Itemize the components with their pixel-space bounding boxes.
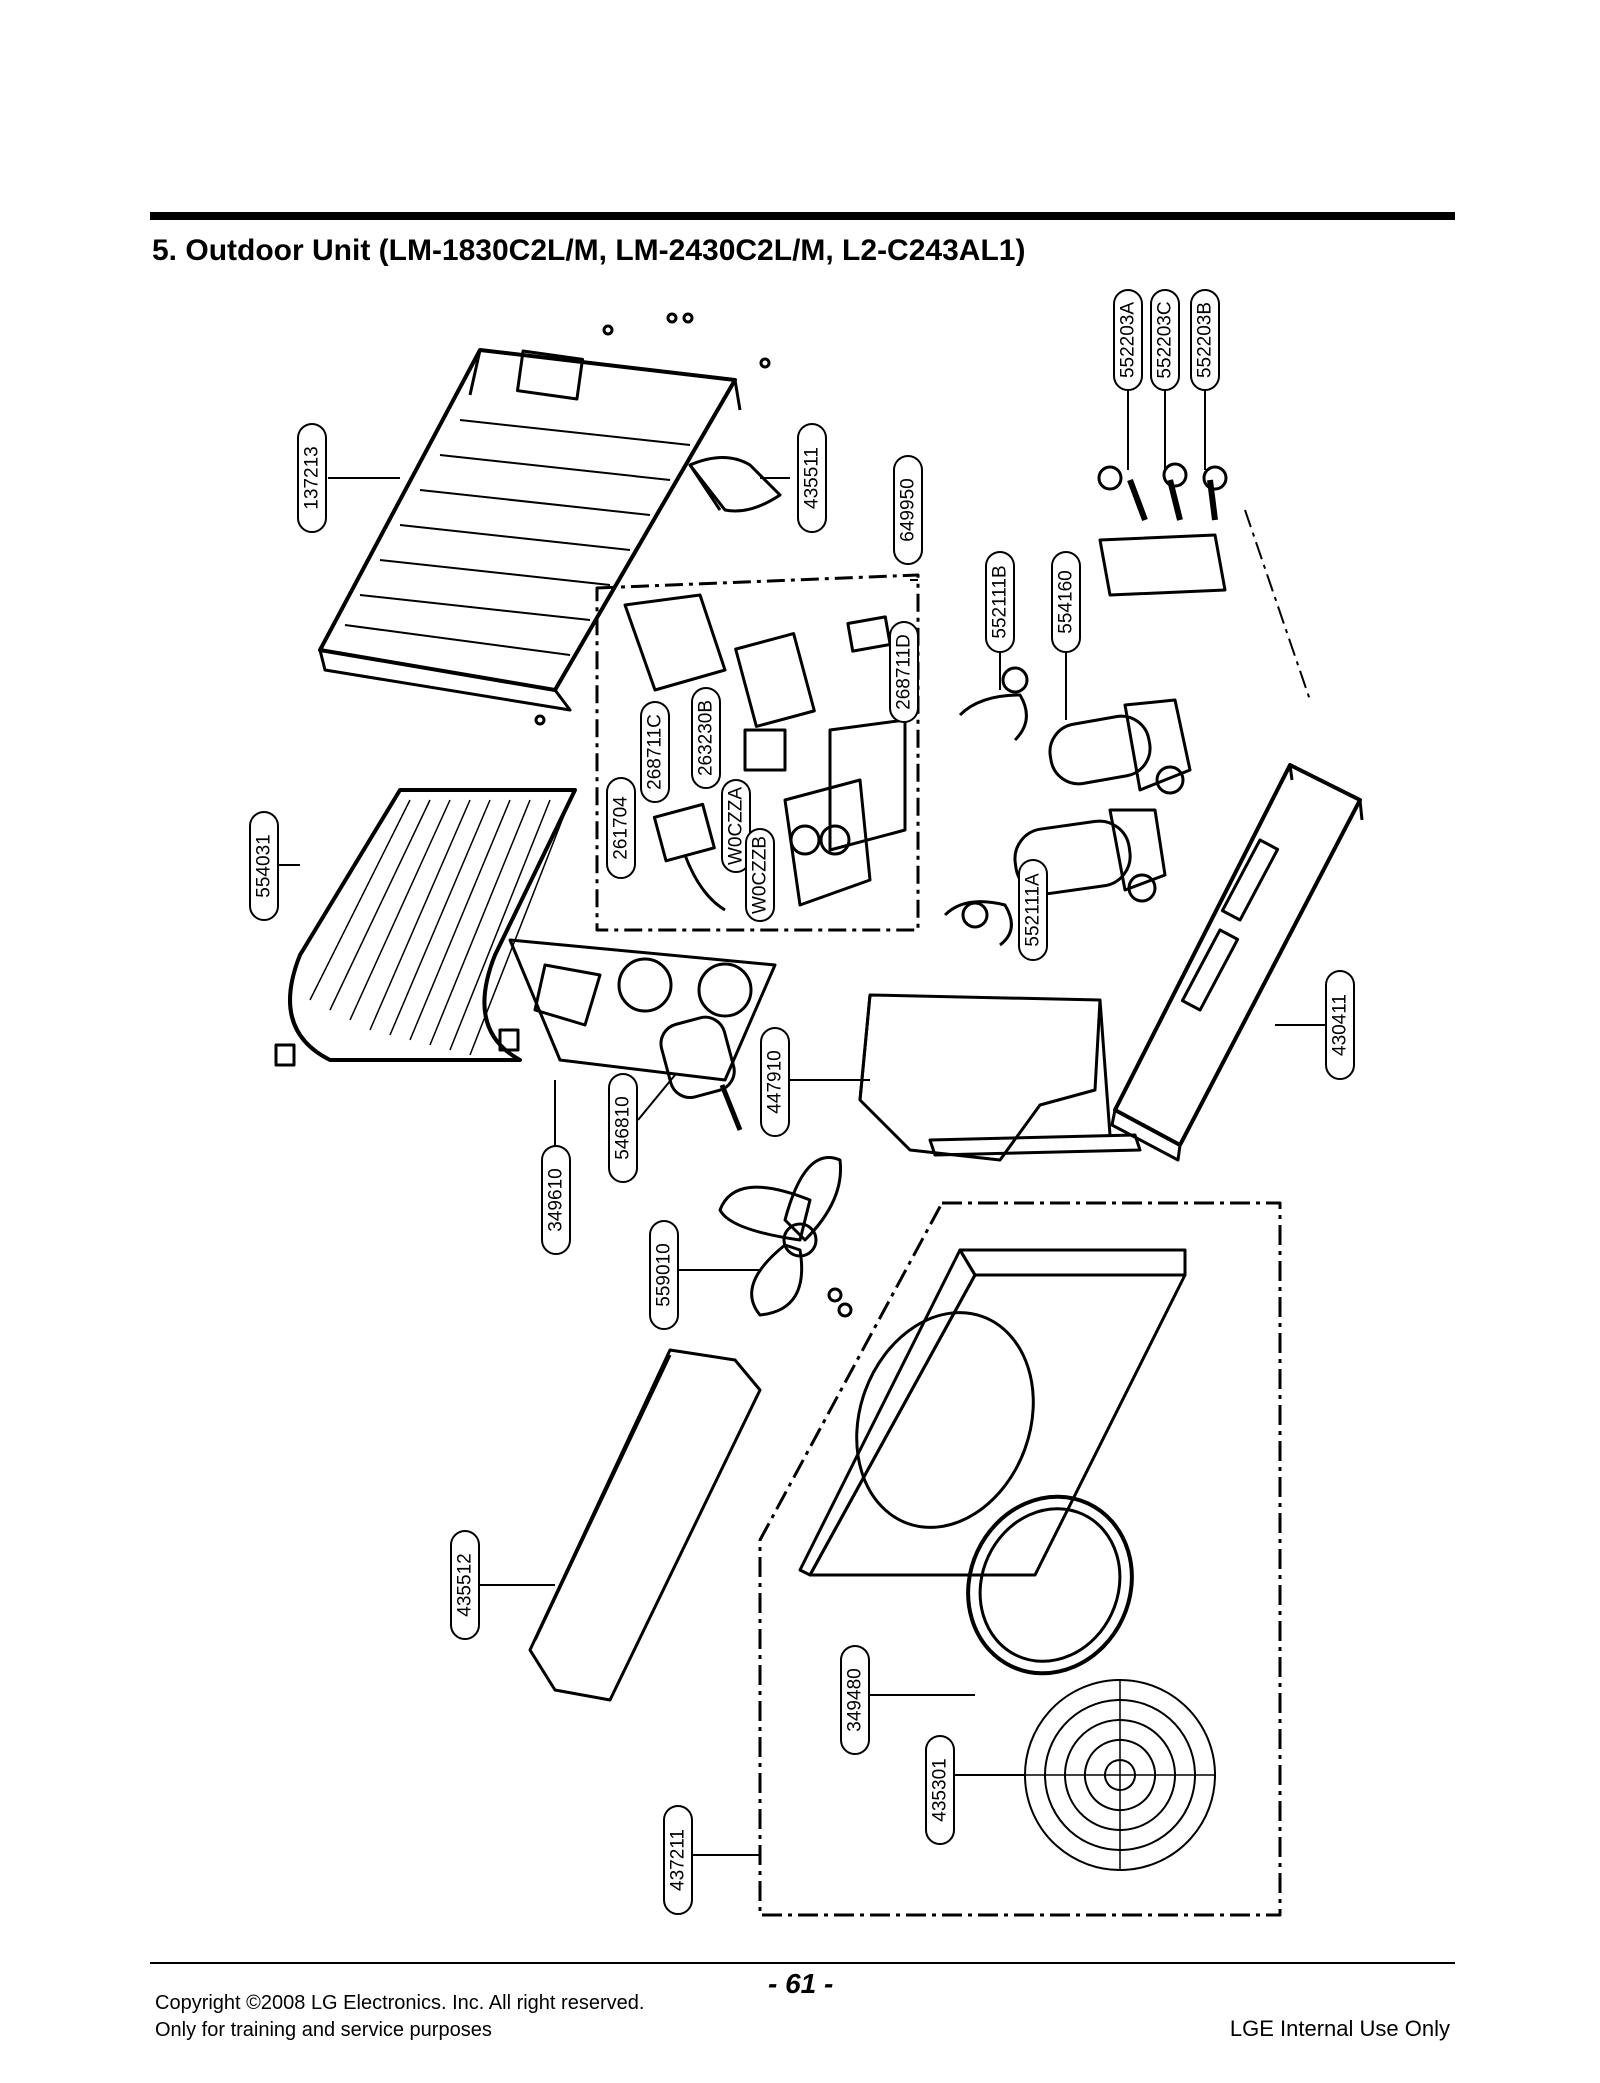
service-valves-drawing bbox=[1097, 462, 1311, 701]
barrier-plate-drawing bbox=[858, 993, 1142, 1162]
part-label-554031: 554031 bbox=[254, 834, 275, 897]
part-label-552203c: 552203C bbox=[1155, 301, 1176, 378]
part-label-261704: 261704 bbox=[611, 796, 632, 860]
footer-purpose: Only for training and service purposes bbox=[155, 2019, 492, 2041]
part-label-649950: 649950 bbox=[898, 478, 919, 541]
bottom-rule bbox=[150, 1962, 1455, 1964]
top-rule bbox=[150, 212, 1455, 220]
side-panel-drawing bbox=[528, 1348, 762, 1702]
part-label-552111a: 552111A bbox=[1023, 873, 1044, 947]
part-label-435301: 435301 bbox=[930, 1758, 951, 1821]
page-title: 5. Outdoor Unit (LM-1830C2L/M, LM-2430C2… bbox=[152, 234, 1026, 267]
part-label-437211: 437211 bbox=[668, 1829, 689, 1891]
part-label-554160: 554160 bbox=[1056, 570, 1077, 633]
part-label-546810: 546810 bbox=[613, 1096, 634, 1159]
orifice-ring-drawing bbox=[966, 1494, 1134, 1676]
part-label-263230b: 263230B bbox=[696, 700, 717, 776]
part-label-349610: 349610 bbox=[546, 1168, 567, 1231]
motor-mount-drawing bbox=[508, 938, 777, 1082]
small-cover-drawing bbox=[688, 456, 782, 513]
footer-internal: LGE Internal Use Only bbox=[1229, 2016, 1450, 2041]
condenser-coil-drawing bbox=[274, 788, 577, 1067]
footer-copyright: Copyright ©2008 LG Electronics. Inc. All… bbox=[155, 1992, 645, 2014]
part-labels: 137213 435511 649950 552203A 552203C 552… bbox=[249, 289, 1355, 1915]
control-box-drawing bbox=[595, 573, 920, 932]
part-label-435511: 435511 bbox=[802, 447, 823, 509]
page-number: - 61 - bbox=[768, 1968, 834, 1999]
leader-lines bbox=[258, 386, 1325, 1856]
fan-grille-drawing bbox=[1024, 1679, 1216, 1871]
compressors-drawing bbox=[943, 666, 1192, 947]
footer-left: Copyright ©2008 LG Electronics. Inc. All… bbox=[155, 1990, 644, 2044]
part-label-268711c: 268711C bbox=[645, 714, 666, 790]
top-cover-drawing bbox=[318, 312, 771, 726]
part-label-137213: 137213 bbox=[302, 446, 323, 509]
part-label-w0czza: W0CZZA bbox=[726, 787, 747, 865]
part-label-268711d: 268711D bbox=[894, 634, 915, 710]
part-label-559010: 559010 bbox=[654, 1243, 675, 1306]
front-panel-drawing bbox=[758, 1201, 1282, 1917]
part-label-447910: 447910 bbox=[765, 1050, 786, 1113]
part-label-552203b: 552203B bbox=[1195, 302, 1216, 378]
part-label-552203a: 552203A bbox=[1118, 302, 1139, 378]
base-pan-drawing bbox=[1110, 763, 1364, 1162]
fan-motor-drawing bbox=[659, 1015, 743, 1131]
part-label-349480: 349480 bbox=[845, 1668, 866, 1731]
part-label-435512: 435512 bbox=[455, 1553, 476, 1616]
propeller-fan-drawing bbox=[718, 1156, 853, 1318]
part-label-552111b: 552111B bbox=[990, 565, 1011, 638]
part-label-430411: 430411 bbox=[1330, 994, 1351, 1056]
part-label-w0czzb: W0CZZB bbox=[750, 836, 771, 914]
